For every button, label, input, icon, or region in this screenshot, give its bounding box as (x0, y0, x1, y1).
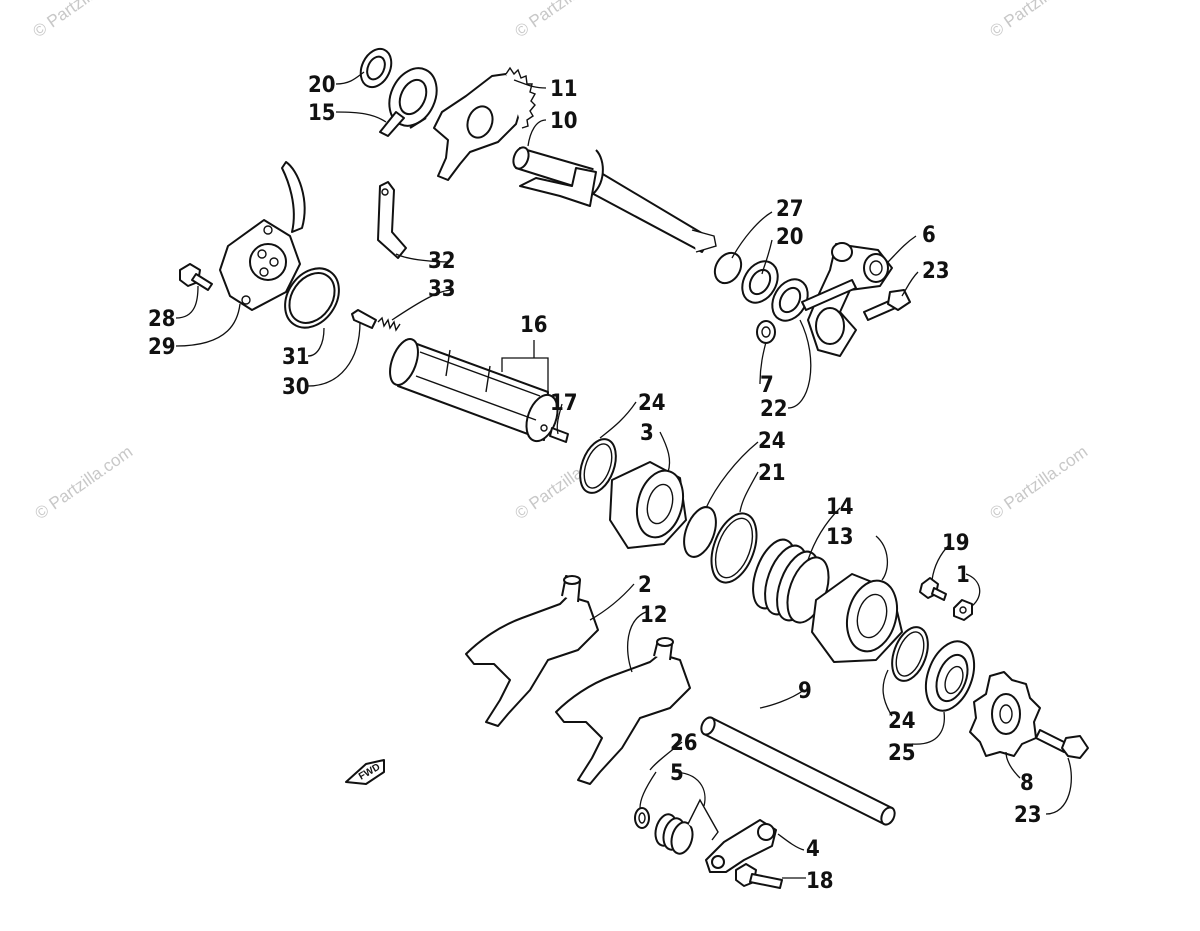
callout-1[interactable]: 1 (956, 563, 970, 588)
part-2-shift-fork[interactable] (465, 575, 599, 727)
part-3-gear[interactable] (609, 461, 690, 549)
part-11-gear-arm[interactable] (433, 66, 537, 181)
part-30-pin[interactable] (351, 309, 377, 329)
callout-32[interactable]: 32 (428, 249, 456, 274)
callout-9[interactable]: 9 (798, 679, 812, 704)
callout-labels: 20 15 11 10 27 20 6 23 32 33 28 29 16 31… (148, 73, 1042, 894)
part-5-spring[interactable] (652, 798, 719, 856)
leader-lines (175, 71, 1072, 879)
callout-11[interactable]: 11 (550, 77, 578, 102)
callout-20[interactable]: 20 (776, 225, 804, 250)
part-6-shift-lever[interactable] (801, 242, 893, 357)
callout-30[interactable]: 30 (282, 375, 310, 400)
watermark: © Partzilla.com (511, 0, 616, 41)
callout-21[interactable]: 21 (758, 461, 786, 486)
part-1-nut[interactable] (953, 599, 973, 621)
callout-31[interactable]: 31 (282, 345, 310, 370)
part-21-washer[interactable] (703, 507, 765, 588)
callout-7[interactable]: 7 (760, 373, 774, 398)
part-19-bolt[interactable] (919, 577, 947, 601)
callout-6[interactable]: 6 (922, 223, 936, 248)
part-8-star-cam[interactable] (969, 671, 1041, 757)
part-24-circlip-left[interactable] (573, 434, 622, 498)
part-27-circlip[interactable] (710, 248, 747, 288)
callout-23[interactable]: 23 (922, 259, 950, 284)
callout-24[interactable]: 24 (638, 391, 666, 416)
callout-3[interactable]: 3 (640, 421, 654, 446)
watermark: © Partzilla.com (986, 442, 1091, 523)
part-15-spring[interactable] (379, 61, 446, 137)
watermark: © Partzilla.com (986, 0, 1091, 41)
part-20-washer-mid[interactable] (735, 255, 785, 309)
callout-17[interactable]: 17 (550, 391, 578, 416)
part-7-collar[interactable] (756, 320, 776, 344)
part-13-gear[interactable] (811, 573, 904, 663)
part-32-stopper[interactable] (377, 181, 407, 259)
callout-12[interactable]: 12 (640, 603, 668, 628)
callout-15[interactable]: 15 (308, 101, 336, 126)
callout-14[interactable]: 14 (826, 495, 854, 520)
callout-18[interactable]: 18 (806, 869, 834, 894)
callout-13[interactable]: 13 (826, 525, 854, 550)
fwd-arrow-icon: FWD (345, 759, 385, 785)
callout-16[interactable]: 16 (520, 313, 548, 338)
part-12-shift-fork[interactable] (555, 637, 691, 785)
part-10-shift-shaft[interactable] (511, 145, 717, 253)
part-33-spring[interactable] (377, 316, 401, 332)
part-24-circlip-right[interactable] (885, 622, 934, 686)
part-17-pin[interactable] (549, 427, 569, 443)
callout-2[interactable]: 2 (638, 573, 652, 598)
part-23-bolt-upper[interactable] (863, 289, 911, 321)
part-28-bolt[interactable] (179, 263, 213, 291)
callout-27[interactable]: 27 (776, 197, 804, 222)
callout-8[interactable]: 8 (1020, 771, 1034, 796)
callout-25[interactable]: 25 (888, 741, 916, 766)
part-22-oil-seal[interactable] (765, 273, 815, 327)
callout-28[interactable]: 28 (148, 307, 176, 332)
callout-24[interactable]: 24 (758, 429, 786, 454)
callout-29[interactable]: 29 (148, 335, 176, 360)
part-18-bolt[interactable] (735, 863, 783, 889)
callout-19[interactable]: 19 (942, 531, 970, 556)
part-24-circlip-mid[interactable] (678, 503, 722, 561)
callout-23[interactable]: 23 (1014, 803, 1042, 828)
part-31-o-ring[interactable] (274, 258, 350, 338)
callout-20[interactable]: 20 (308, 73, 336, 98)
part-16-shift-drum[interactable] (385, 335, 564, 445)
watermark: © Partzilla.com (29, 0, 134, 41)
callout-5[interactable]: 5 (670, 761, 684, 786)
callout-4[interactable]: 4 (806, 837, 820, 862)
part-4-stopper-arm[interactable] (705, 819, 777, 873)
callout-22[interactable]: 22 (760, 397, 788, 422)
callout-26[interactable]: 26 (670, 731, 698, 756)
callout-24[interactable]: 24 (888, 709, 916, 734)
part-20-washer-top[interactable] (355, 44, 397, 92)
watermark: © Partzilla.com (31, 442, 136, 523)
callout-10[interactable]: 10 (550, 109, 578, 134)
part-23-bolt-lower[interactable] (1035, 729, 1089, 759)
part-29-cover[interactable] (219, 161, 306, 311)
part-25-bearing[interactable] (917, 635, 983, 718)
part-9-fork-shaft[interactable] (699, 715, 897, 826)
callout-33[interactable]: 33 (428, 277, 456, 302)
part-26-washer[interactable] (634, 807, 650, 829)
